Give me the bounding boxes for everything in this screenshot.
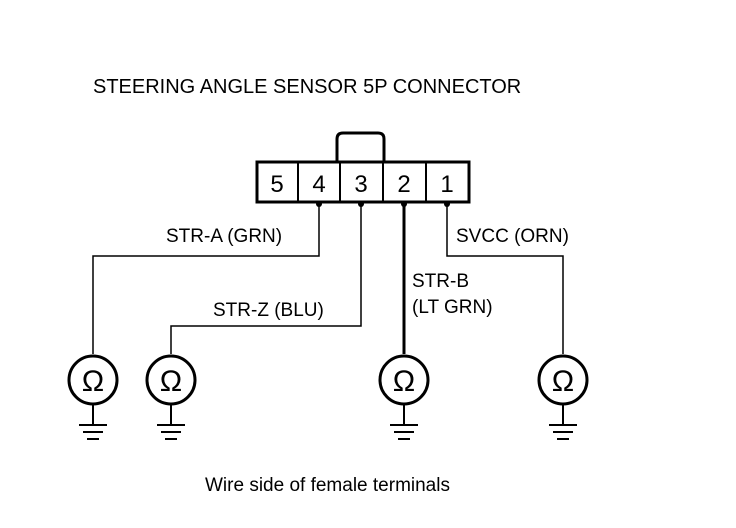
meter-svcc: Ω [537,354,589,440]
wire-str-a [92,204,320,354]
diagram-caption: Wire side of female terminals [205,475,450,496]
ground-icon [157,404,185,440]
ohmmeter-icon: Ω [378,354,430,406]
svg-text:Ω: Ω [82,365,104,398]
meter-str-z: Ω [145,354,197,440]
ohmmeter-icon: Ω [145,354,197,406]
svg-text:Ω: Ω [393,365,415,398]
wire-svcc [446,204,564,354]
pin-4-label: 4 [312,171,325,198]
wire-label-str-z: STR-Z (BLU) [213,300,324,321]
svg-text:Ω: Ω [552,365,574,398]
wire-str-z [170,204,362,354]
pin-3-label: 3 [354,171,367,198]
meter-str-b: Ω [378,354,430,440]
ohmmeter-icon: Ω [67,354,119,406]
svg-text:Ω: Ω [160,365,182,398]
wire-label-str-b-line1: STR-B [412,271,469,292]
ground-icon [79,404,107,440]
wire-label-svcc: SVCC (ORN) [456,226,569,247]
pin-2-label: 2 [397,171,410,198]
meter-str-a: Ω [67,354,119,440]
diagram-title: STEERING ANGLE SENSOR 5P CONNECTOR [93,76,521,98]
connector-latch [335,131,386,162]
wire-label-str-a: STR-A (GRN) [166,226,282,247]
pin-1-label: 1 [440,171,453,198]
pin-5-label: 5 [270,171,283,198]
ground-icon [549,404,577,440]
ohmmeter-icon: Ω [537,354,589,406]
ground-icon [390,404,418,440]
connector-body [255,160,471,204]
wire-label-str-b-line2: (LT GRN) [412,297,493,318]
